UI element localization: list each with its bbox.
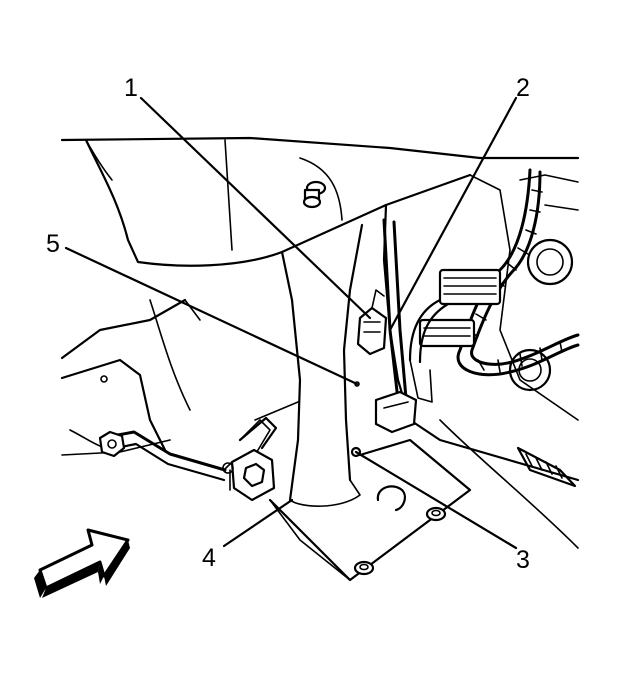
lower-bracket-assembly	[98, 416, 278, 502]
callout-3: 3	[516, 546, 530, 574]
callout-2: 2	[516, 74, 530, 102]
dash-panel-upper	[60, 136, 580, 267]
harness-connector-upper	[438, 268, 502, 306]
floor-nut-right	[425, 506, 447, 522]
callout-labels: 1 2 3 4 5	[46, 74, 530, 574]
leader-line-3	[354, 450, 518, 550]
vent-slots	[516, 446, 577, 488]
wiring-harness-area	[382, 168, 580, 549]
callout-leaders	[64, 96, 518, 550]
column-connector	[356, 289, 388, 356]
forward-direction-arrow-icon	[34, 528, 130, 598]
harness-grommet-upper	[526, 238, 574, 286]
leader-line-2	[388, 96, 518, 332]
harness-grommet-lower	[508, 348, 552, 392]
leader-line-1	[139, 96, 372, 320]
callout-5: 5	[46, 230, 60, 258]
harness-connector-lower	[418, 318, 476, 348]
leader-line-4	[222, 498, 294, 548]
leader-line-5	[64, 246, 359, 386]
floor-mounting-plate	[268, 438, 472, 582]
callout-4: 4	[202, 544, 216, 572]
left-bolt	[98, 430, 126, 458]
upper-stud	[302, 180, 327, 209]
center-support-column	[239, 223, 364, 507]
floor-nut-bottom	[353, 560, 375, 576]
callout-1: 1	[124, 74, 138, 102]
